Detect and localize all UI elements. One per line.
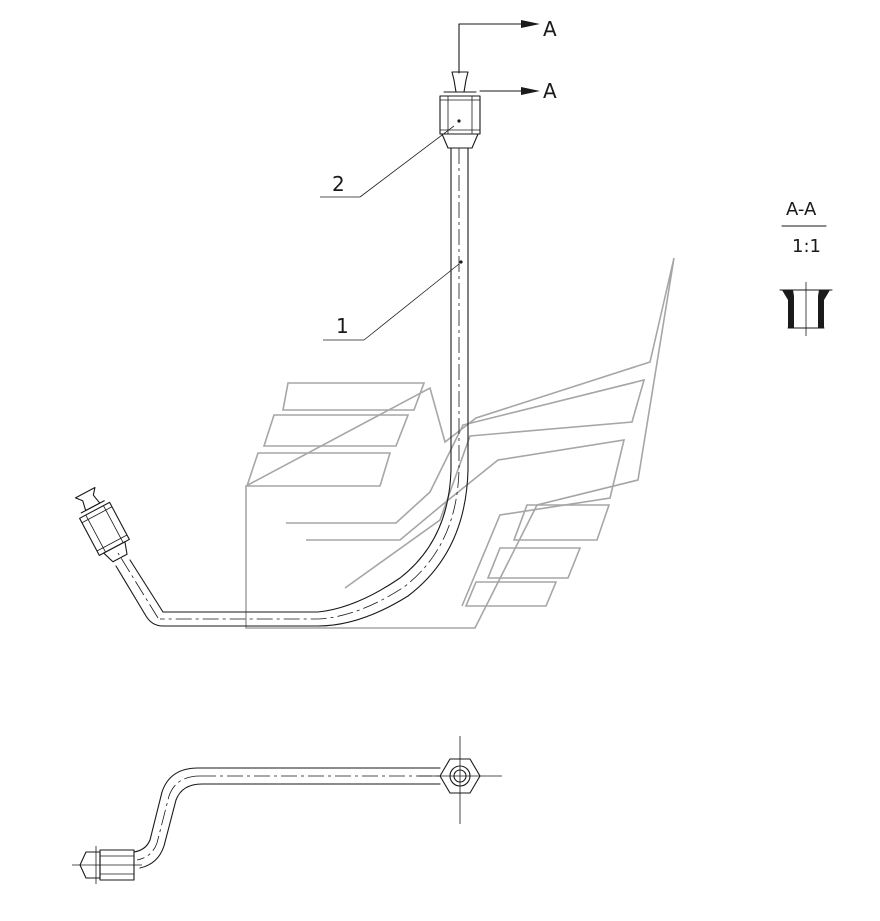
watermark-logo — [245, 257, 675, 629]
section-scale-label: 1:1 — [792, 236, 821, 257]
part-2-label: 2 — [332, 172, 345, 196]
section-title-label: A-A — [786, 199, 817, 220]
part-1-label: 1 — [336, 314, 349, 338]
section-view-aa: A-A 1:1 — [779, 199, 833, 336]
section-mark-top-label: A — [543, 17, 557, 41]
left-fitting — [74, 486, 130, 563]
pipe-main — [115, 147, 469, 627]
plan-view — [72, 736, 502, 884]
top-fitting — [439, 71, 481, 149]
section-cut-marks: A A — [458, 17, 557, 103]
part-callouts: 2 1 — [320, 125, 460, 341]
section-mark-bottom-label: A — [543, 79, 557, 103]
